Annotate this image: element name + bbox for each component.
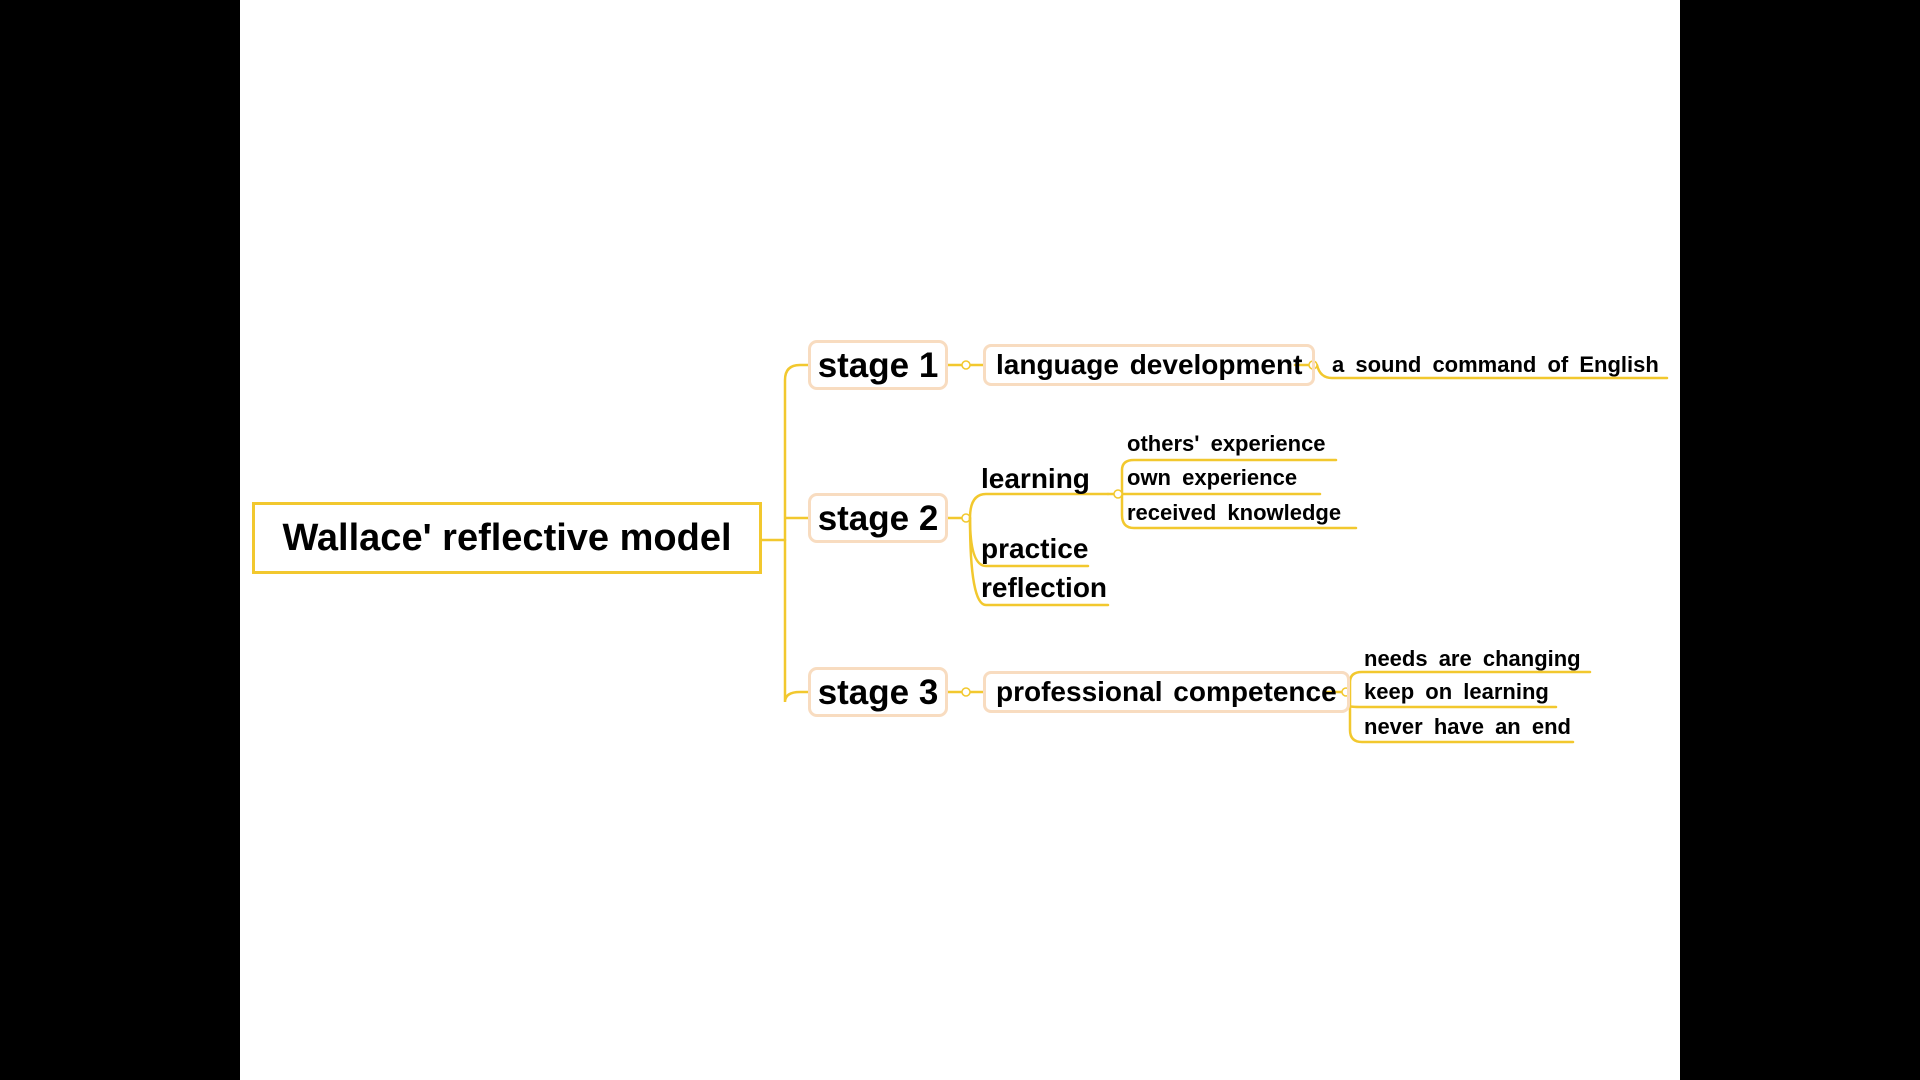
slide: Wallace' reflective model stage 1 stage … [240, 0, 1680, 1080]
connector-node [1113, 489, 1123, 499]
never-end-node[interactable]: never have an end [1364, 714, 1571, 739]
others-experience-node[interactable]: others' experience [1127, 431, 1326, 456]
root-node[interactable]: Wallace' reflective model [252, 502, 762, 574]
connector-trunk [783, 363, 810, 703]
received-knowledge-node[interactable]: received knowledge [1127, 500, 1342, 525]
language-development-node[interactable]: language development [983, 344, 1316, 386]
connector-learning [968, 492, 1110, 520]
stage2-node[interactable]: stage 2 [808, 493, 948, 543]
connector-node [961, 687, 971, 697]
connector-learning-children [1106, 458, 1358, 530]
reflection-node[interactable]: reflection [981, 572, 1108, 603]
connector-stage3-leaves [1324, 670, 1592, 744]
learning-node[interactable]: learning [981, 463, 1090, 494]
connector-reflection [968, 516, 1110, 607]
stage1-node[interactable]: stage 1 [808, 340, 948, 390]
keep-learning-node[interactable]: keep on learning [1364, 679, 1549, 704]
connector-node [961, 360, 971, 370]
sound-command-node[interactable]: a sound command of English [1332, 352, 1659, 377]
own-experience-node[interactable]: own experience [1127, 465, 1298, 490]
professional-competence-node[interactable]: professional competence [983, 671, 1350, 713]
stage3-node[interactable]: stage 3 [808, 667, 948, 717]
connector-child-leaf [1293, 363, 1669, 380]
practice-node[interactable]: practice [981, 533, 1089, 564]
needs-changing-node[interactable]: needs are changing [1364, 646, 1581, 671]
